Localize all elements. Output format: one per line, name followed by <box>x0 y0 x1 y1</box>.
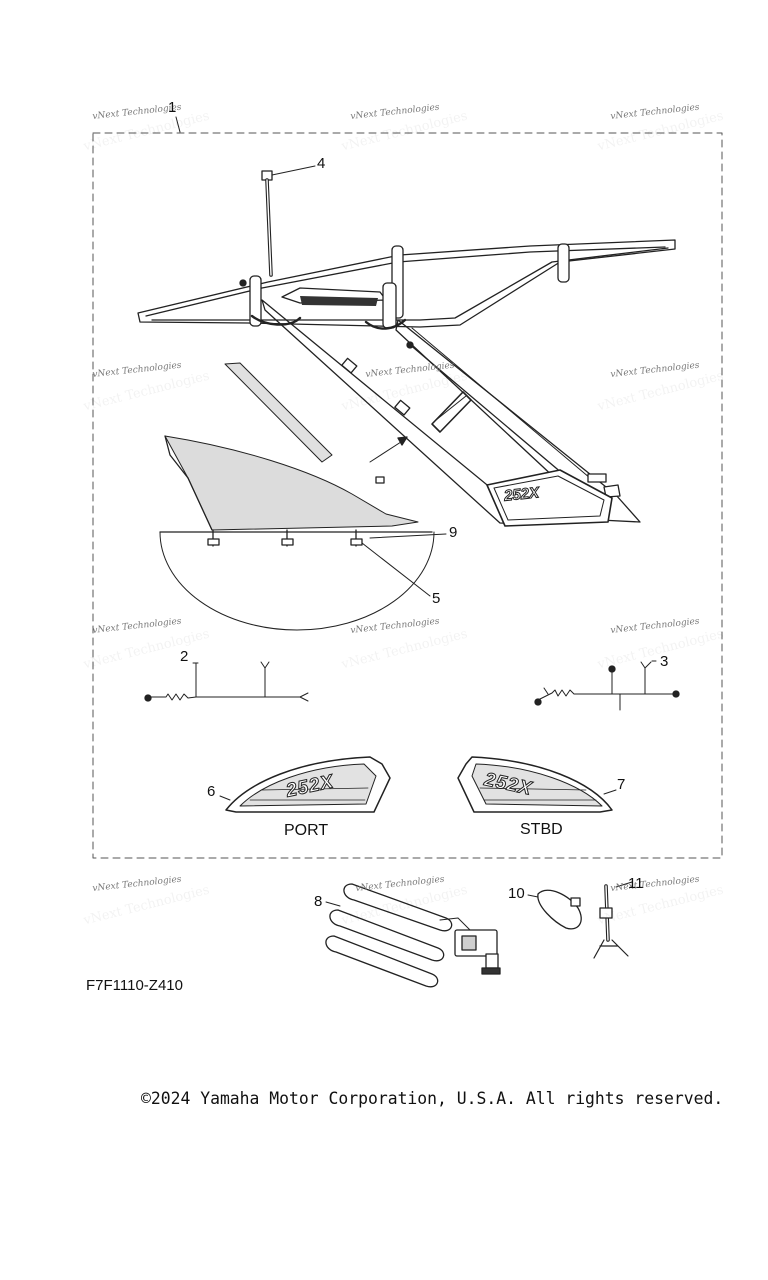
callout-2: 2 <box>180 648 189 665</box>
callout-8: 8 <box>314 893 323 910</box>
callout-4: 4 <box>317 155 326 172</box>
callout-11: 11 <box>628 875 644 892</box>
mount-bolt-row <box>207 529 363 547</box>
leader-7 <box>603 789 617 795</box>
mount-detail-view <box>159 362 447 631</box>
stbd-label: STBD <box>520 821 563 838</box>
callout-10: 10 <box>508 885 525 902</box>
leader-11 <box>615 881 633 888</box>
callout-3: 3 <box>660 653 669 670</box>
leader-8 <box>325 901 341 907</box>
harness-port <box>144 661 309 702</box>
flag-mount-part <box>593 881 633 959</box>
callout-7: 7 <box>617 776 626 793</box>
tower-side-panel <box>486 469 613 527</box>
port-label: PORT <box>284 822 329 839</box>
harness-stbd <box>534 660 680 711</box>
panel-port <box>225 756 391 813</box>
callout-9: 9 <box>449 524 458 541</box>
diagram-code: F7F1110-Z410 <box>86 977 183 994</box>
board-rack <box>325 883 501 988</box>
panel-stbd <box>457 756 613 813</box>
leader-1 <box>175 116 181 133</box>
leader-9 <box>369 533 447 539</box>
tower-badge: 252X <box>503 484 541 506</box>
mirror-part <box>527 889 582 930</box>
tower-frame <box>137 239 676 525</box>
callout-5: 5 <box>432 590 441 607</box>
leader-10 <box>527 894 539 898</box>
callout-1: 1 <box>168 99 177 116</box>
leader-6 <box>219 795 231 801</box>
leader-5 <box>361 542 431 597</box>
antenna-part <box>261 165 316 277</box>
callout-6: 6 <box>207 783 216 800</box>
copyright-notice: ©2024 Yamaha Motor Corporation, U.S.A. A… <box>141 1089 724 1108</box>
kit-boundary-box <box>92 132 723 859</box>
